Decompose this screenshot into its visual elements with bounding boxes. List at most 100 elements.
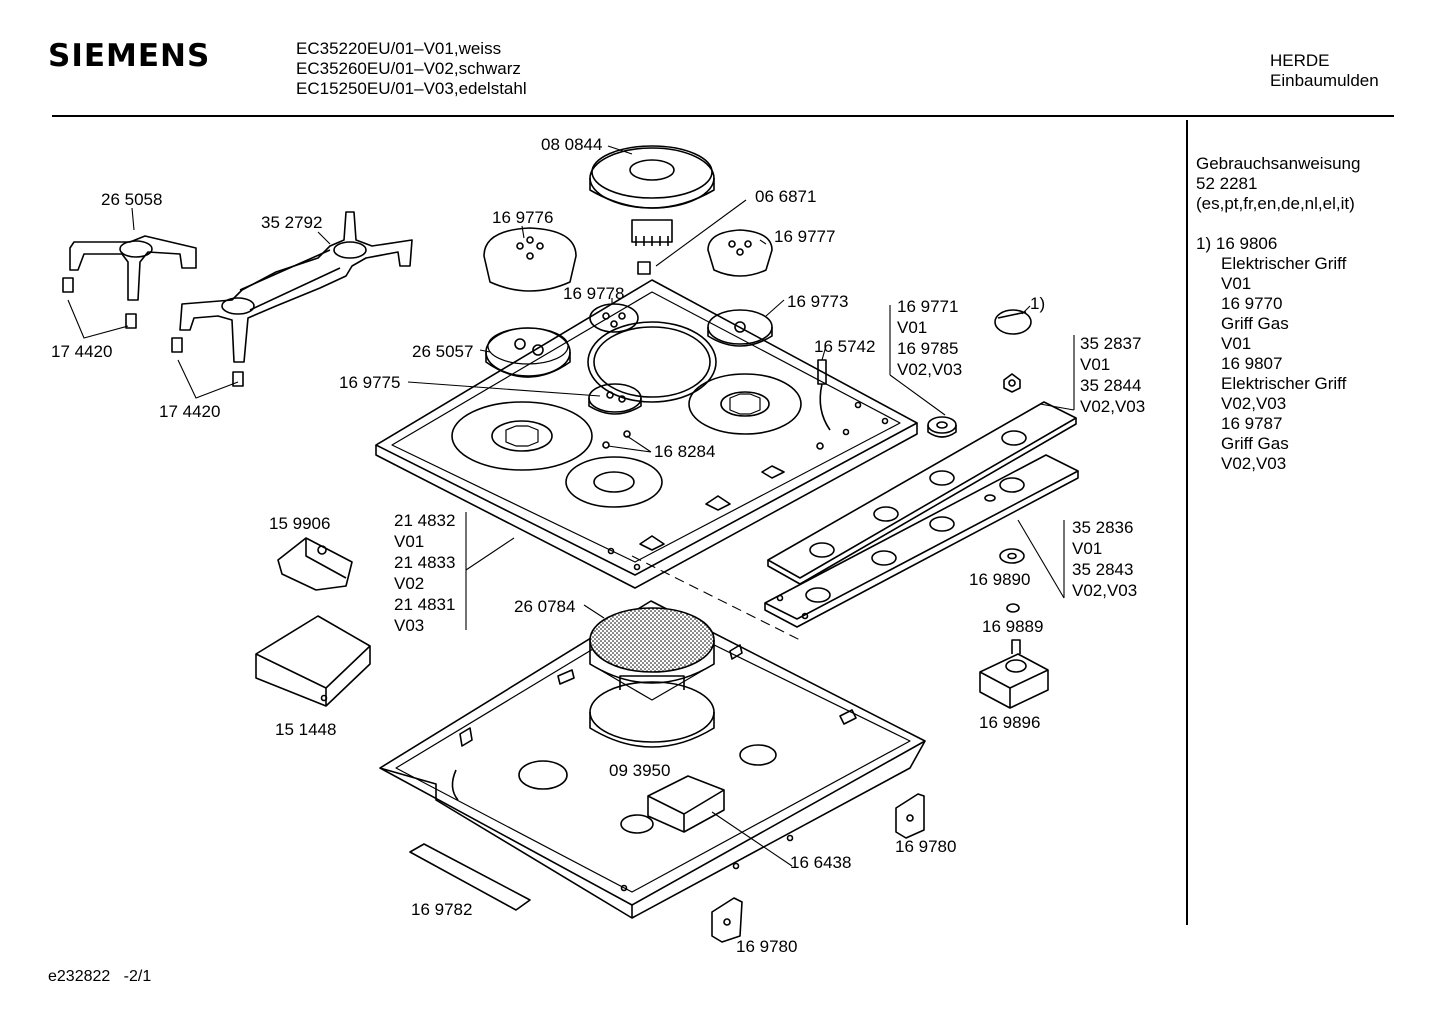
part-label: 35 2844 <box>1080 376 1142 395</box>
part-label: 16 9782 <box>411 900 473 919</box>
part-label: 08 0844 <box>541 135 603 154</box>
part-label: 21 4831 <box>394 595 456 614</box>
nut-169889 <box>1006 603 1020 613</box>
part-label: 17 4420 <box>51 342 113 361</box>
manual-languages: (es,pt,fr,en,de,nl,el,it) <box>1196 194 1355 213</box>
footnote-line: Elektrischer Griff <box>1221 374 1347 393</box>
category-line: Einbaumulden <box>1270 71 1379 90</box>
wok-ring-260784 <box>589 607 715 701</box>
part-label: V01 <box>394 532 425 551</box>
part-label: V01 <box>1072 539 1103 558</box>
pan-support-352792 <box>179 211 413 363</box>
burner-right <box>707 309 773 347</box>
part-label: 17 4420 <box>159 402 221 421</box>
leader-lines <box>67 145 1075 867</box>
part-label: 35 2843 <box>1072 560 1134 579</box>
footnote-line: Elektrischer Griff <box>1221 254 1347 273</box>
control-panel-352837 <box>767 401 1077 585</box>
rubber-foot-b <box>171 337 244 387</box>
part-label: V02 <box>394 574 425 593</box>
part-label: 16 8284 <box>654 442 716 461</box>
junction-box-166438 <box>647 775 725 833</box>
model-line: EC15250EU/01–V03,edelstahl <box>296 79 527 98</box>
burner-left <box>485 327 571 378</box>
part-label: 16 9775 <box>339 373 401 392</box>
burner-cap-169777 <box>707 229 773 277</box>
burner-cap-169776 <box>483 227 577 292</box>
part-label: 15 9906 <box>269 514 331 533</box>
footnote-line: 16 9770 <box>1221 294 1283 313</box>
category: HERDE Einbaumulden <box>1270 51 1379 91</box>
header-divider <box>52 115 1394 117</box>
footnote-first-line: 1) 16 9806 <box>1196 234 1360 254</box>
part-label: V02,V03 <box>897 360 963 379</box>
nut-169785 <box>1003 373 1021 393</box>
page-number: -2/1 <box>123 968 152 985</box>
part-label: 16 9896 <box>979 713 1041 732</box>
part-label: 15 1448 <box>275 720 337 739</box>
part-label: 16 9776 <box>492 208 554 227</box>
part-label: 16 9780 <box>736 937 798 956</box>
rubber-foot-a <box>62 277 137 329</box>
manual-number: 52 2281 <box>1196 174 1258 193</box>
heat-shield-093950 <box>589 675 715 748</box>
part-label: 16 9889 <box>982 617 1044 636</box>
part-label: V02,V03 <box>1072 581 1138 600</box>
seal-strip-169782 <box>409 843 531 911</box>
part-label: 09 3950 <box>609 761 671 780</box>
ignition-unit-159906 <box>277 537 353 591</box>
part-label: 26 5058 <box>101 190 163 209</box>
category-line: HERDE <box>1270 51 1330 70</box>
part-label: 06 6871 <box>755 187 817 206</box>
bracket-169780-b <box>711 897 743 943</box>
washer-169771 <box>927 416 957 438</box>
bracket-169780-a <box>895 793 925 839</box>
part-label: 16 5742 <box>814 337 876 356</box>
part-label: 35 2837 <box>1080 334 1142 353</box>
burner-top-small <box>589 303 639 333</box>
brand-logo: SIEMENS <box>48 38 211 74</box>
control-panel-352836 <box>764 454 1079 628</box>
cooktop-top-plate <box>375 279 918 589</box>
footnote-line: 16 9806 <box>1215 234 1278 253</box>
drawing-id: e232822 <box>48 968 111 985</box>
model-list: EC35220EU/01–V01,weiss EC35260EU/01–V02,… <box>296 39 527 99</box>
part-label: 35 2836 <box>1072 518 1134 537</box>
part-label: V01 <box>1080 355 1111 374</box>
part-label: 35 2792 <box>261 213 323 232</box>
part-label: 21 4833 <box>394 553 456 572</box>
part-label: 16 9773 <box>787 292 849 311</box>
part-label: 1) <box>1030 294 1046 313</box>
part-label: 26 5057 <box>412 342 474 361</box>
footnote-line: Griff Gas <box>1221 314 1289 333</box>
knob <box>994 309 1032 335</box>
part-label: 16 9785 <box>897 339 959 358</box>
burner-front <box>588 383 642 415</box>
footnote-line: 16 9807 <box>1221 354 1283 373</box>
footnote-line: V02,V03 <box>1221 454 1287 473</box>
footnote-line: V01 <box>1221 334 1252 353</box>
part-label: V02,V03 <box>1080 397 1146 416</box>
part-label: 16 9780 <box>895 837 957 856</box>
gas-valve-169896 <box>979 639 1049 709</box>
washer-169890 <box>999 548 1025 564</box>
hotplate-080844 <box>589 145 715 275</box>
side-notes: Gebrauchsanweisung 52 2281 (es,pt,fr,en,… <box>1196 154 1360 474</box>
part-label: 16 9778 <box>563 284 625 303</box>
footnote-line: Griff Gas <box>1221 434 1289 453</box>
part-label: 26 0784 <box>514 597 576 616</box>
model-line: EC35220EU/01–V01,weiss <box>296 39 502 58</box>
part-label: 16 9771 <box>897 297 959 316</box>
footnote-line: 16 9787 <box>1221 414 1283 433</box>
manual-title: Gebrauchsanweisung <box>1196 154 1361 173</box>
footer: e232822 -2/1 <box>48 968 151 986</box>
footnote-line: V02,V03 <box>1221 394 1287 413</box>
part-label: 16 6438 <box>790 853 852 872</box>
footnote-marker: 1) <box>1196 234 1212 253</box>
pan-support-265058 <box>69 235 197 301</box>
part-label: 16 9777 <box>774 227 836 246</box>
part-label: V01 <box>897 318 928 337</box>
footnote-line: V01 <box>1221 274 1252 293</box>
bottom-tray <box>379 600 926 919</box>
